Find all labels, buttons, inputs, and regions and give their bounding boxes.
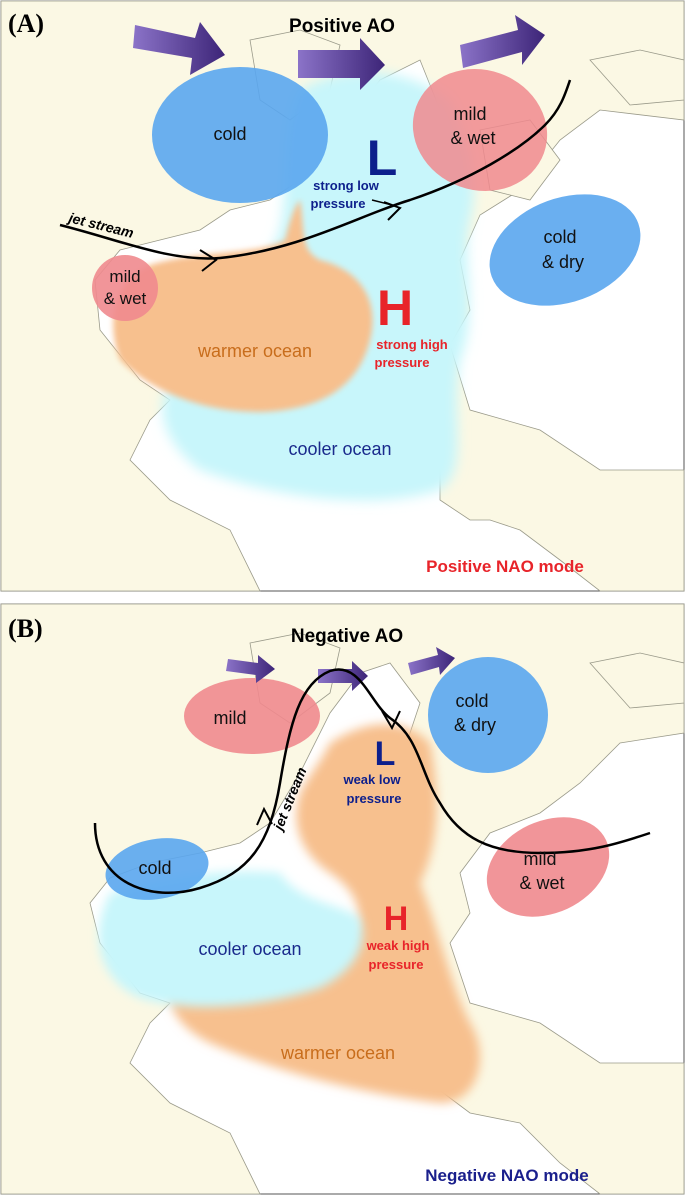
- panel-b-mode-label: Negative NAO mode: [425, 1166, 588, 1185]
- panel-b-warmer-ocean-label: warmer ocean: [280, 1043, 395, 1063]
- panel-a-diagram: jet stream (A) Positive AO cold mild & w…: [0, 0, 685, 592]
- ao-arrow-icon: [460, 15, 545, 68]
- panel-a-mild-wet-region-us: [92, 255, 158, 321]
- jet-chevron-icon: [256, 806, 273, 826]
- panel-b-ao-arrows: [226, 647, 455, 691]
- panel-a-us-mild-label-2: & wet: [104, 289, 147, 308]
- panel-b-mild-wet-region: [486, 817, 610, 917]
- panel-a-mild-wet-label-1: mild: [453, 104, 486, 124]
- panel-a-warmer-ocean-label: warmer ocean: [197, 341, 312, 361]
- panel-b-cooler-ocean-area: [98, 871, 363, 1007]
- panel-b-low-label-1: weak low: [342, 772, 401, 787]
- panel-a-cold-region: [152, 67, 328, 203]
- ao-arrow-icon: [226, 655, 275, 683]
- jet-chevron-icon: [199, 249, 218, 272]
- panel-a-cold-dry-label-1: cold: [543, 227, 576, 247]
- panel-b-jet-stream: [93, 668, 651, 895]
- ao-arrow-icon: [318, 661, 368, 691]
- ao-arrow-icon: [298, 38, 385, 90]
- panel-a-letter: (A): [8, 9, 44, 38]
- panel-a-high-letter: H: [377, 280, 413, 336]
- panel-b-cooler-ocean-label: cooler ocean: [198, 939, 301, 959]
- panel-a-cold-label: cold: [213, 124, 246, 144]
- panel-b-warmer-ocean-area: [170, 724, 480, 1103]
- panel-b-letter: (B): [8, 614, 43, 643]
- panel-a-mild-wet-label-2: & wet: [450, 128, 495, 148]
- panel-b-ao-title: Negative AO: [291, 626, 403, 647]
- low-pointer-line: [371, 199, 393, 206]
- panel-a-low-letter: L: [367, 130, 398, 186]
- panel-b-low-label-2: pressure: [347, 791, 402, 806]
- panel-b: jet stream (B) Negative AO mild cold col…: [0, 603, 685, 1195]
- panel-a-high-label-1: strong high: [376, 337, 448, 352]
- panel-b-cold-dry-label-1: cold: [455, 691, 488, 711]
- panel-b-mild-label: mild: [213, 708, 246, 728]
- panel-a: jet stream (A) Positive AO cold mild & w…: [0, 0, 685, 592]
- panel-a-cooler-ocean-label: cooler ocean: [288, 439, 391, 459]
- panel-a-us-mild-label-1: mild: [109, 267, 140, 286]
- panel-a-low-label-1: strong low: [313, 178, 380, 193]
- panel-b-mild-wet-label-2: & wet: [519, 873, 564, 893]
- panel-b-low-letter: L: [375, 735, 396, 773]
- panel-b-cold-label: cold: [138, 858, 171, 878]
- panel-a-jet-stream: [59, 79, 572, 260]
- panel-b-cold-dry-label-2: & dry: [454, 715, 496, 735]
- panel-a-low-label-2: pressure: [311, 196, 366, 211]
- panel-b-mild-region: [184, 678, 320, 754]
- panel-b-high-letter: H: [384, 900, 409, 938]
- panel-a-cold-dry-label-2: & dry: [542, 252, 584, 272]
- panel-b-cold-dry-region: [428, 657, 548, 773]
- ao-arrow-icon: [133, 22, 225, 75]
- panel-b-mild-wet-label-1: mild: [523, 849, 556, 869]
- panel-a-warmer-ocean-area: [113, 200, 373, 412]
- panel-b-diagram: jet stream (B) Negative AO mild cold col…: [0, 603, 685, 1195]
- panel-a-ao-title: Positive AO: [289, 16, 395, 37]
- panel-a-ao-arrows: [133, 15, 545, 90]
- panel-b-high-label-1: weak high: [366, 938, 430, 953]
- ao-arrow-icon: [408, 647, 455, 675]
- panel-b-high-label-2: pressure: [369, 957, 424, 972]
- panel-a-mode-label: Positive NAO mode: [426, 557, 584, 576]
- panel-a-high-label-2: pressure: [375, 355, 430, 370]
- panel-a-mild-wet-region-europe: [412, 69, 548, 191]
- jet-chevron-icon: [381, 710, 401, 731]
- panel-a-cold-dry-region: [489, 194, 641, 306]
